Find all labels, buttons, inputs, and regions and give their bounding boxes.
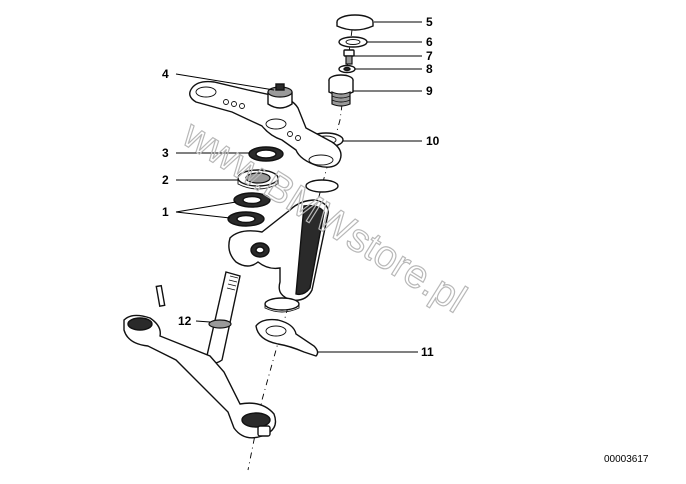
callout-7: 7 bbox=[426, 49, 433, 63]
callout-8: 8 bbox=[426, 62, 433, 76]
callout-3: 3 bbox=[162, 146, 169, 160]
callout-5: 5 bbox=[426, 15, 433, 29]
part-2-bearing-race bbox=[237, 169, 279, 190]
part-8-small-washer bbox=[338, 64, 356, 74]
callout-2: 2 bbox=[162, 173, 169, 187]
lower-bearing-rings bbox=[264, 297, 300, 313]
part-11-lever-arm bbox=[255, 318, 319, 357]
part-1-roller-bearings bbox=[227, 192, 271, 227]
callout-11: 11 bbox=[421, 345, 434, 359]
part-3-bearing-seal bbox=[248, 146, 284, 162]
frame-top-ring bbox=[305, 179, 339, 193]
part-5-cap bbox=[336, 14, 374, 31]
part-9-threaded-nut bbox=[328, 74, 354, 107]
callouts: 5 6 7 8 9 4 10 3 2 1 12 11 bbox=[162, 15, 440, 359]
leader-lines bbox=[175, 21, 422, 353]
part-4-upper-clamp-plate bbox=[189, 80, 342, 168]
part-7-bolt bbox=[343, 49, 355, 65]
callout-9: 9 bbox=[426, 84, 433, 98]
part-12-steering-stem bbox=[205, 271, 241, 364]
reference-number: 00003617 bbox=[604, 454, 649, 465]
part-6-washer bbox=[338, 36, 368, 48]
callout-4: 4 bbox=[162, 67, 169, 81]
frame-head-tube bbox=[228, 199, 329, 301]
callout-12: 12 bbox=[178, 314, 192, 328]
callout-10: 10 bbox=[426, 134, 440, 148]
callout-1: 1 bbox=[162, 205, 169, 219]
lower-triple-clamp bbox=[123, 314, 277, 439]
callout-6: 6 bbox=[426, 35, 433, 49]
loose-pin bbox=[155, 284, 166, 308]
